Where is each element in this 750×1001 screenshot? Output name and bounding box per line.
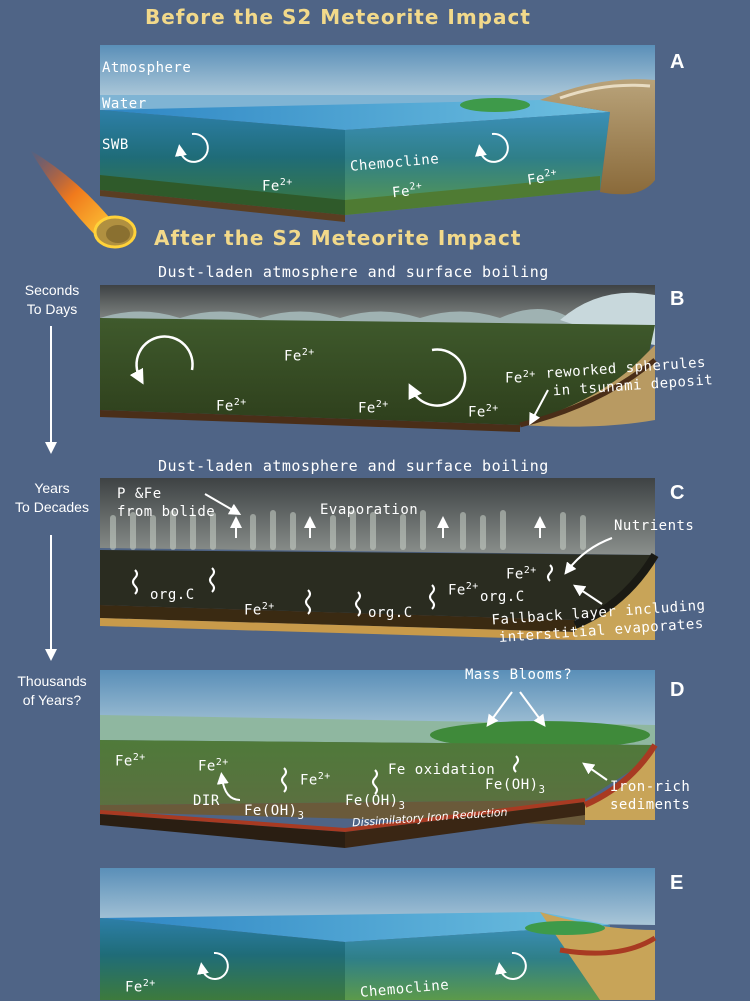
label-swb: SWB: [102, 137, 129, 153]
label-evaporation: Evaporation: [320, 502, 419, 518]
label-feoh-d2: Fe(OH)3: [345, 793, 406, 812]
label-fe-c1: Fe2+: [244, 601, 275, 619]
panel-letter-c: C: [670, 482, 685, 504]
panel-a-block: [100, 45, 655, 222]
panel-letter-d: D: [670, 679, 685, 701]
label-water: Water: [102, 96, 147, 112]
label-fe-c3: Fe2+: [506, 565, 537, 583]
label-fe-d1: Fe2+: [115, 752, 146, 770]
label-dir: DIR: [193, 793, 220, 809]
label-nutrients: Nutrients: [614, 518, 695, 534]
label-atmosphere: Atmosphere: [102, 60, 192, 76]
label-feoh-d3: Fe(OH)3: [485, 777, 546, 796]
panel-d-block: [99, 670, 658, 848]
label-dust-c: Dust-laden atmosphere and surface boilin…: [158, 457, 549, 475]
panel-letter-e: E: [670, 872, 684, 894]
label-fe-b4: Fe2+: [468, 403, 499, 421]
label-fe-a1: Fe2+: [262, 177, 293, 195]
label-orgc-c2: org.C: [368, 605, 413, 621]
label-fe-d2: Fe2+: [198, 757, 229, 775]
label-fe-b5: Fe2+: [505, 369, 536, 387]
label-fe-c2: Fe2+: [448, 581, 479, 599]
panel-letter-b: B: [670, 288, 685, 310]
label-feoh-d1: Fe(OH)3: [244, 803, 305, 822]
heading-before: Before the S2 Meteorite Impact: [145, 5, 531, 29]
label-fe-oxidation: Fe oxidation: [388, 762, 496, 778]
label-blooms: Mass Blooms?: [465, 667, 573, 683]
label-fe-b3: Fe2+: [358, 399, 389, 417]
label-fe-d3: Fe2+: [300, 771, 331, 789]
heading-after: After the S2 Meteorite Impact: [154, 226, 522, 250]
label-orgc-c1: org.C: [150, 587, 195, 603]
label-fe-b2: Fe2+: [216, 397, 247, 415]
panel-e-block: [100, 868, 657, 1000]
panel-letter-a: A: [670, 51, 685, 73]
label-fe-b1: Fe2+: [284, 347, 315, 365]
label-orgc-c3: org.C: [480, 589, 525, 605]
panel-c-block: [100, 478, 659, 640]
label-fe-a2: Fe2+: [391, 180, 423, 202]
label-fe-e1: Fe2+: [125, 978, 156, 996]
label-dust-b: Dust-laden atmosphere and surface boilin…: [158, 263, 549, 281]
meteorite: [30, 150, 137, 249]
panel-b-block: [100, 285, 657, 432]
